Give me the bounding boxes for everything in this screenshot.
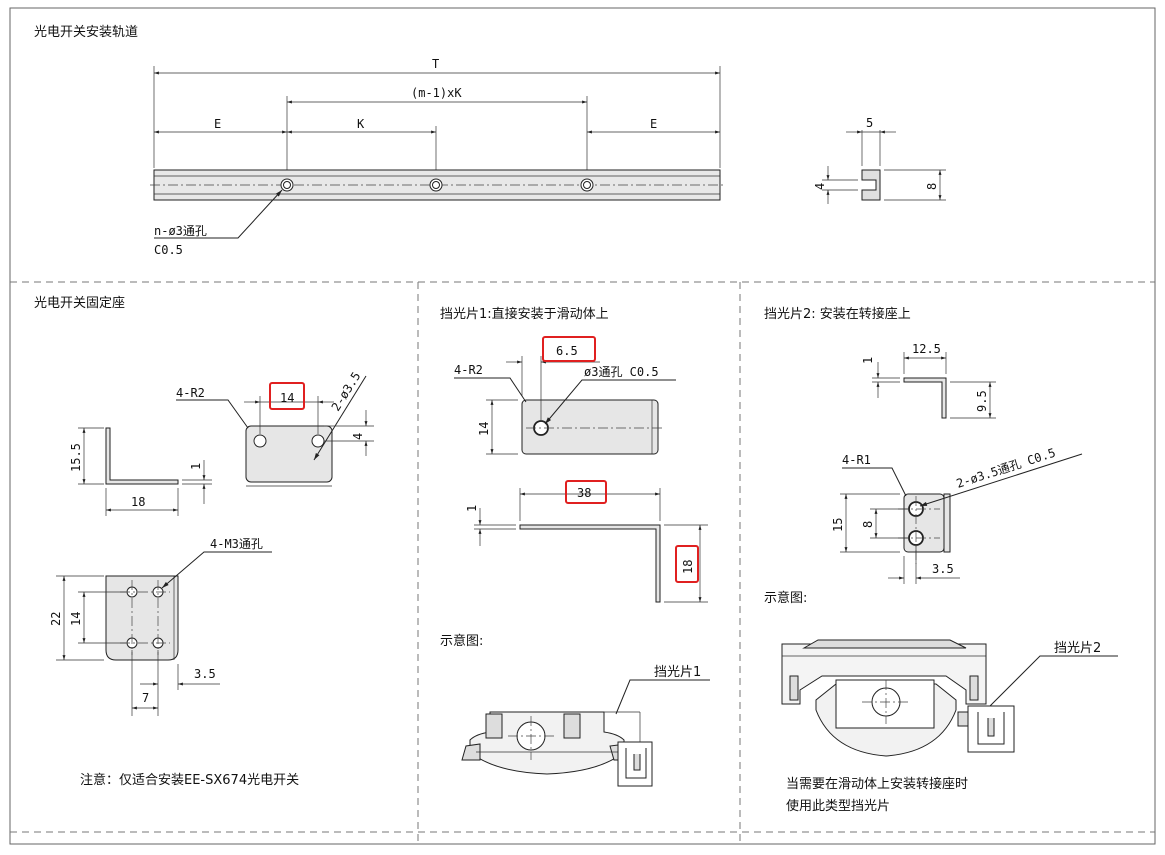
profile-height: 8 [925, 183, 939, 190]
dim-mk: (m-1)xK [411, 86, 462, 100]
dim-12-5: 12.5 [912, 342, 941, 356]
dim-18: 18 [131, 495, 145, 509]
dim-4: 4 [351, 433, 365, 440]
sheet-border [9, 7, 1156, 845]
dim-E-right: E [650, 117, 657, 131]
shield2-front-view [903, 493, 945, 553]
highlight-14 [269, 382, 305, 410]
dim-E-left: E [214, 117, 221, 131]
rail-hole-note: n-ø3通孔 [154, 224, 207, 238]
shield2-note-line2: 使用此类型挡光片 [786, 798, 890, 814]
shield1-callout: 挡光片1 [654, 665, 701, 680]
shield1-r-note: 4-R2 [454, 363, 483, 377]
highlight-38 [565, 480, 607, 504]
dim-9-5: 9.5 [975, 390, 989, 412]
shield2-note-line1: 当需要在滑动体上安装转接座时 [786, 776, 968, 792]
shield1-schematic: 挡光片1 [461, 665, 710, 787]
highlight-18 [675, 545, 699, 583]
dim-15-5: 15.5 [69, 443, 83, 472]
dim-22: 22 [49, 612, 63, 626]
m3-note: 4-M3通孔 [210, 537, 263, 551]
dim-T: T [432, 57, 439, 71]
dim-15: 15 [831, 518, 845, 532]
shield2-side-view [903, 377, 947, 419]
shield1-schematic-label: 示意图: [440, 633, 483, 649]
shield2-section: 挡光片2: 安装在转接座上 12.5 1 9.5 4-R1 2-ø3.5通孔 C… [764, 306, 1118, 814]
shield1-dim-1: 1 [465, 505, 479, 512]
profile-slot: 4 [813, 183, 827, 190]
shield1-dim-18: 18 [681, 560, 695, 574]
shield2-hole-note: 2-ø3.5通孔 C0.5 [955, 446, 1058, 491]
rail-hole-1 [280, 178, 294, 192]
shield2-dim-8: 8 [861, 521, 875, 528]
rail-section: 光电开关安装轨道 T (m-1)xK E K E n-ø3通孔 C0.5 [34, 25, 946, 257]
seat-section: 光电开关固定座 15.5 18 1 14 4-R2 2-ø3.5 [34, 296, 374, 788]
dim-14: 14 [477, 422, 491, 436]
seat-hole-right [311, 434, 325, 448]
profile-width: 5 [866, 116, 873, 130]
highlight-6-5 [542, 336, 596, 362]
rail-chamfer: C0.5 [154, 243, 183, 257]
dim-38: 38 [577, 486, 591, 500]
rail-hole-3 [580, 178, 594, 192]
seat-side-view [105, 427, 179, 485]
shield1-title: 挡光片1:直接安装于滑动体上 [440, 306, 609, 322]
dim-14-side: 14 [69, 612, 83, 626]
rail-profile: 5 4 8 [813, 116, 946, 204]
shield2-r-note: 4-R1 [842, 453, 871, 467]
shield2-schematic-label: 示意图: [764, 590, 807, 606]
rail-hole-2 [429, 178, 443, 192]
shield2-dim-1: 1 [861, 357, 875, 364]
dim-6-5: 6.5 [556, 344, 578, 358]
shield1-side-view [519, 524, 661, 603]
seat-r-note: 4-R2 [176, 386, 205, 400]
shield2-dim-3-5: 3.5 [932, 562, 954, 576]
shield1-hole-note: ø3通孔 C0.5 [584, 365, 659, 379]
seat-hole-note: 2-ø3.5 [329, 369, 364, 413]
shield2-schematic: 挡光片2 [781, 639, 1118, 757]
shield1-plate [521, 399, 659, 455]
shield1-section: 挡光片1:直接安装于滑动体上 6.5 4-R2 ø3通孔 C0.5 14 38 … [440, 306, 710, 787]
dim-14-top: 14 [280, 391, 294, 405]
shield2-title: 挡光片2: 安装在转接座上 [764, 306, 911, 322]
seat-front-view [105, 575, 179, 661]
dim-1: 1 [189, 463, 203, 470]
dim-7: 7 [142, 691, 149, 705]
dim-3-5: 3.5 [194, 667, 216, 681]
shield2-callout: 挡光片2 [1054, 641, 1101, 656]
seat-title: 光电开关固定座 [34, 296, 125, 311]
rail-title: 光电开关安装轨道 [34, 25, 138, 40]
seat-hole-left [253, 434, 267, 448]
dim-K: K [357, 117, 365, 131]
seat-top-view [245, 425, 333, 483]
seat-note: 注意：仅适合安装EE-SX674光电开关 [80, 772, 299, 788]
